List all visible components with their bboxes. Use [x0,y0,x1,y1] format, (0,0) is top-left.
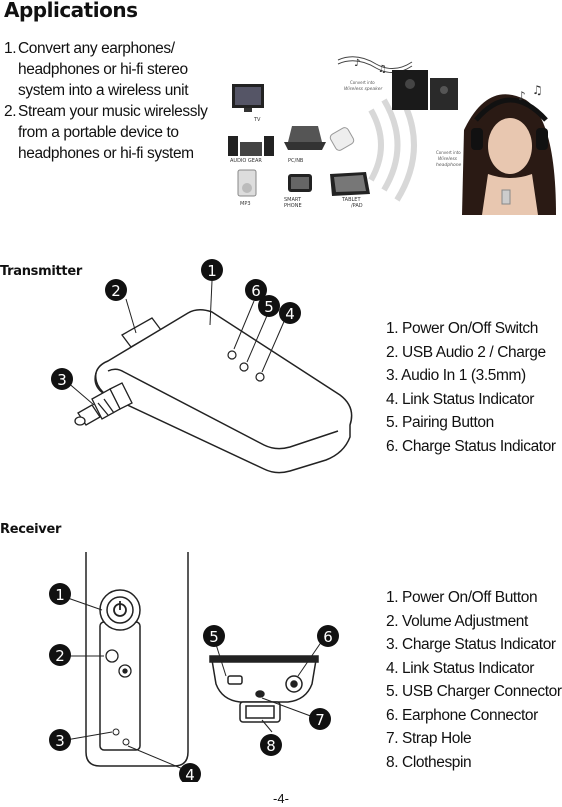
legend-item: 1. Power On/Off Switch [386,320,539,337]
svg-text:♫: ♫ [532,83,543,97]
section-title-transmitter: Transmitter [0,264,82,279]
legend-item: 2. Volume Adjustment [386,612,528,630]
svg-text:Wireless speaker: Wireless speaker [344,86,384,92]
transmitter-diagram: 1 2 3 4 5 6 [51,259,353,474]
svg-text:Convert into: Convert into [436,150,461,155]
legend-item: 6. Charge Status Indicator [386,437,556,455]
svg-text:3: 3 [55,732,65,750]
dongle-icon [329,127,355,151]
legend-item: 8. Clothespin [386,753,472,771]
svg-text:6: 6 [323,628,333,646]
tablet-label: TABLET [341,197,361,203]
svg-text:2: 2 [111,282,121,300]
tv-label: TV [253,117,261,123]
pairing-button [239,362,249,372]
section-title-applications: Applications [4,0,138,22]
svg-text:♪: ♪ [354,58,360,69]
legend-item: 3. Charge Status Indicator [386,636,556,653]
legend-item: 7. Strap Hole [386,730,472,747]
applications-illustration: TV AUDIO GEAR PC/NB MP3 SMART PHONE TABL… [228,56,556,215]
mp3-label: MP3 [240,201,251,207]
mp3-icon [237,169,257,197]
pc-label: PC/NB [288,158,304,164]
svg-text:Wireless: Wireless [438,156,458,162]
list-item: 1. Convert any earphones/ headphones or … [4,40,189,99]
svg-text:/PAD: /PAD [351,203,363,209]
svg-text:Convert into: Convert into [350,80,375,85]
legend-item: 1. Power On/Off Button [386,589,538,606]
svg-text:1: 1 [55,586,65,604]
callout-2: 2 [105,279,127,301]
tablet-icon [330,172,370,196]
callout-1: 1 [201,259,223,281]
callout-2: 2 [49,644,71,666]
receiver-body-bottom [209,655,319,723]
charge-status-led [227,350,237,360]
callout-4: 4 [179,763,201,782]
page-number: -4- [273,791,289,806]
legend-item: 2. USB Audio 2 / Charge [386,343,546,361]
svg-text:3: 3 [57,371,67,389]
legend-item: 5. USB Charger Connector [386,683,562,700]
svg-text:7: 7 [315,711,325,729]
legend-item: 3. Audio In 1 (3.5mm) [386,367,526,384]
svg-text:6: 6 [251,282,261,300]
callout-3: 3 [51,368,73,390]
svg-text:5: 5 [209,628,219,646]
callout-5: 5 [258,295,280,317]
callout-8: 8 [260,734,282,756]
legend-item: 6. Earphone Connector [386,706,538,724]
svg-text:8: 8 [266,737,276,755]
link-status-led [122,738,130,746]
svg-text:PHONE: PHONE [284,203,302,209]
svg-text:♫: ♫ [378,64,387,75]
svg-text:2: 2 [55,647,65,665]
svg-text:headphone: headphone [436,162,462,168]
callout-1: 1 [49,583,71,605]
callout-7: 7 [309,708,331,730]
charge-status-led [112,728,120,736]
callout-5: 5 [203,625,225,647]
tv-icon [232,84,264,112]
list-item: 2. Stream your music wirelessly from a p… [4,103,208,162]
receiver-legend: 1. Power On/Off Button 2. Volume Adjustm… [386,586,562,774]
music-notes-icon: ♪ ♫ [518,83,543,103]
legend-item: 4. Link Status Indicator [386,390,535,408]
legend-item: 5. Pairing Button [386,414,494,431]
svg-text:♪: ♪ [518,89,526,103]
speaker-icon [392,70,458,110]
legend-item: 4. Link Status Indicator [386,659,535,677]
receiver-diagram: 1 2 3 4 5 6 7 8 [49,552,339,782]
audio-gear-label: AUDIO GEAR [230,158,262,164]
callout-6: 6 [317,625,339,647]
callout-3: 3 [49,729,71,751]
svg-text:4: 4 [185,766,195,782]
person-headphones-image [462,94,556,215]
callout-6: 6 [245,279,267,301]
section-title-receiver: Receiver [0,522,62,537]
svg-text:4: 4 [285,305,295,323]
transmitter-legend: 1. Power On/Off Switch 2. USB Audio 2 / … [386,317,556,458]
callout-4: 4 [279,302,301,324]
svg-text:5: 5 [264,298,274,316]
link-status-led [255,372,265,382]
power-button [99,589,141,631]
svg-text:1: 1 [207,262,217,280]
laptop-icon [284,126,326,150]
transmitter-body [94,309,353,474]
applications-list: 1. Convert any earphones/ headphones or … [4,38,224,164]
smartphone-icon [288,174,312,192]
smartphone-label: SMART [284,197,302,203]
audio-jack-plug [74,382,133,426]
audio-gear-icon [228,136,274,156]
volume-adjustment [105,649,132,678]
